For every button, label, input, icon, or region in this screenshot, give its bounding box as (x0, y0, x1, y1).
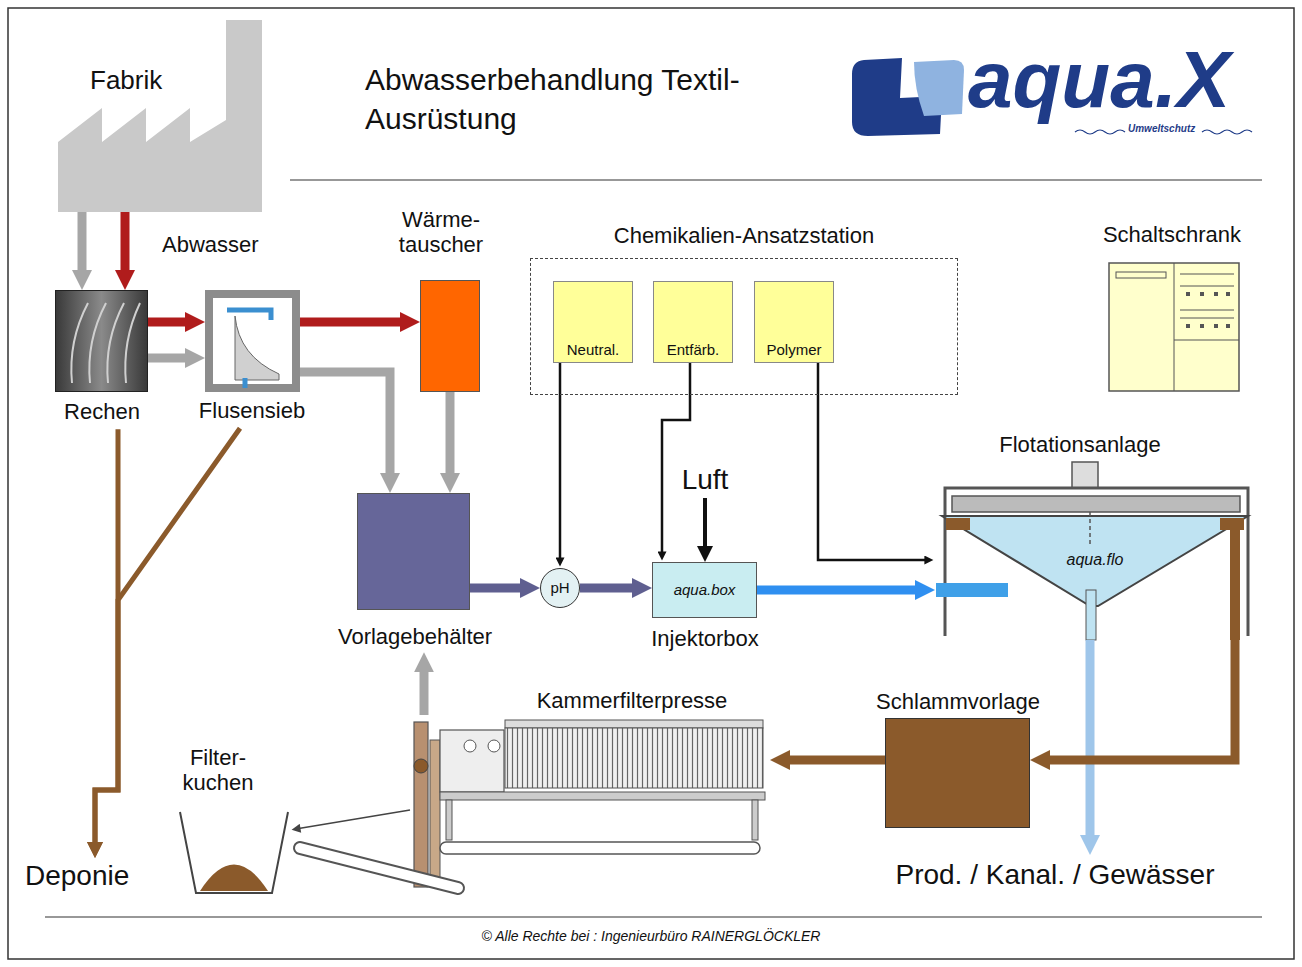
chemical-station: Chemikalien-AnsatzstationNeutral.Entfärb… (530, 258, 958, 395)
buffer-tank: Vorlagebehälter (357, 493, 470, 610)
flow-connector (95, 429, 118, 845)
node-text: Filter- kuchen (172, 745, 264, 796)
logo-text: aqua.X (968, 40, 1230, 120)
flotation-drawing (936, 462, 1248, 640)
screen-box-shape (56, 291, 149, 393)
flow-connector (1046, 640, 1235, 760)
filter-press-drawing (300, 720, 765, 888)
flow-connector (148, 354, 189, 363)
diagram-title: Abwasserbehandlung Textil-Ausrüstung (365, 60, 765, 138)
landfill: Deponie (25, 858, 195, 896)
flow-connector (78, 212, 87, 274)
flow-connector (300, 372, 390, 477)
chemical-tank: Polymer (754, 281, 834, 363)
node-text: Polymer (766, 341, 821, 358)
page-frame (8, 8, 1294, 959)
flow-connector (662, 363, 690, 553)
factory: Fabrik (58, 20, 263, 212)
node-text: Flusensieb (199, 398, 305, 423)
node-text: Deponie (25, 860, 129, 892)
node-text: Fabrik (90, 66, 162, 96)
filter-press: Kammerfilterpresse (410, 715, 770, 895)
node-text: Flotationsanlage (999, 432, 1160, 457)
filter-cake-bin: Filter- kuchen (178, 810, 290, 895)
flow-connector (757, 586, 919, 595)
sludge-tank: Schlammvorlage (885, 718, 1030, 828)
node-text: aqua.flo (1067, 551, 1124, 569)
factory-shape (58, 20, 263, 212)
injector-box: aqua.boxInjektorbox (652, 562, 757, 618)
node-text: Wärme- tauscher (385, 207, 497, 258)
ph-sensor: pH (540, 568, 580, 608)
flotation-unit: Flotationsanlage aqua.flo (935, 430, 1255, 640)
heat-exchanger: Wärme- tauscher (420, 280, 480, 392)
node-text: Vorlagebehälter (338, 624, 492, 649)
flow-connector (580, 584, 636, 593)
flow-connector (818, 363, 926, 560)
control-cabinet: Schaltschrank (1108, 262, 1240, 392)
flow-connector (446, 392, 455, 477)
chemical-tank: Entfärb. (653, 281, 733, 363)
node-text: Rechen (64, 399, 140, 424)
flow-connector (1086, 640, 1095, 839)
footer-rule (45, 916, 1262, 917)
chemical-tank: Neutral. (553, 281, 633, 363)
flow-label: Abwasser (162, 232, 259, 257)
flow-connector (121, 212, 130, 274)
flow-connector (786, 756, 885, 765)
discharge: Prod. / Kanal. / Gewässer (850, 855, 1260, 895)
flow-connector (148, 318, 189, 327)
node-text: Luft (682, 464, 729, 496)
node-text: pH (550, 579, 569, 596)
node-text: Chemikalien-Ansatzstation (614, 223, 874, 248)
sieve-box: Flusensieb (205, 290, 300, 392)
filter-cake-bin-shape (178, 810, 290, 895)
node-text: Neutral. (567, 341, 620, 358)
control-cabinet-shape (1108, 262, 1240, 392)
flow-connector (420, 668, 429, 715)
copyright-caption: © Alle Rechte bei : Ingenieurbüro RAINER… (0, 928, 1302, 944)
node-text: Entfärb. (667, 341, 720, 358)
node-text: Schaltschrank (1103, 222, 1241, 247)
flow-connector (703, 498, 707, 549)
flow-connector (470, 584, 524, 593)
title-rule (290, 179, 1262, 180)
sieve-box-shape (205, 290, 300, 392)
flow-connector (300, 318, 404, 327)
node-text: Schlammvorlage (876, 689, 1040, 714)
air-input: Luft (672, 462, 738, 498)
node-text: Kammerfilterpresse (537, 688, 728, 713)
node-text: Injektorbox (651, 626, 759, 651)
screen-box: Rechen (55, 290, 148, 392)
node-text: aqua.box (674, 581, 736, 598)
logo-tagline: Umweltschutz (1128, 124, 1195, 134)
flow-connector (559, 363, 562, 559)
flow-connector (299, 810, 410, 829)
node-text: Prod. / Kanal. / Gewässer (895, 859, 1214, 891)
